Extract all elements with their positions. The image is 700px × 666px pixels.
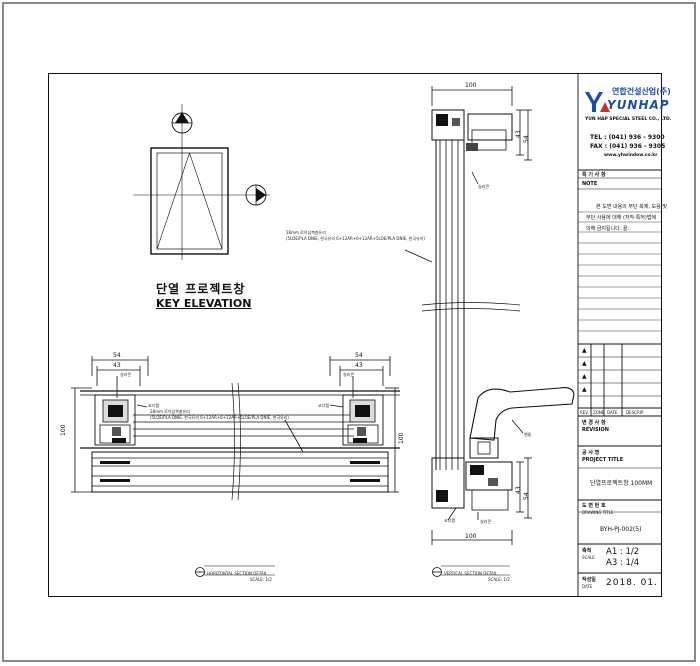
- company-name-ko: 연합건설산업(주): [612, 87, 671, 96]
- title-block-grid: [577, 73, 662, 597]
- label-seal-left: 실리콘: [120, 372, 132, 377]
- label-seal-right: 실리콘: [343, 372, 355, 377]
- dim-100-right: 100: [398, 432, 405, 444]
- label-seal-top: 실리콘: [478, 184, 490, 189]
- key-elevation-title-en: KEY ELEVATION: [156, 297, 252, 310]
- note-line-1: 본 도면 내용의 무단 복제, 도용 및: [596, 204, 667, 210]
- revision-title-en: REVISION: [582, 427, 609, 433]
- horizontal-section-drawing: [71, 356, 400, 501]
- dim-100-left: 100: [60, 424, 67, 436]
- dim-100-top: 100: [465, 82, 477, 89]
- label-glass-spec-v: 28mm 로이삼복층유리: [286, 230, 326, 235]
- dim-100-bottom: 100: [465, 533, 477, 540]
- revision-marker-2: ▲: [582, 360, 587, 367]
- note-title-en: NOTE: [582, 181, 598, 187]
- date-label-en: DATE: [582, 584, 593, 589]
- label-handle: 핸들: [524, 432, 532, 437]
- project-title-en: PROJECT TITLE: [582, 457, 624, 463]
- section-markers: [195, 565, 510, 577]
- vertical-section-drawing: [404, 86, 575, 545]
- dim-54-left: 54: [113, 352, 121, 359]
- dim-54-bottom: 54: [523, 492, 530, 500]
- company-fax: FAX : (041) 936 - 9305: [590, 143, 666, 150]
- company-website: www.yhwindow.co.kr: [604, 153, 658, 158]
- label-glass-detail-v: (5LOE/PLA DNIE, 한국유리 6+12AR+6+12AR+5LOE/…: [286, 236, 425, 241]
- rev-col-descrip: DESCRIP.: [626, 410, 644, 415]
- vertical-section-label: VERTICAL SECTION DETAIL: [444, 571, 498, 576]
- key-elevation-title-ko: 단열 프로젝트창: [156, 282, 246, 296]
- dim-54-top: 54: [523, 135, 530, 143]
- label-glass-detail-h: (5LOE/PLA DNIE, 한국유리 6+12AR+6+12AR+5LOE/…: [150, 415, 289, 420]
- label-bracket-bottom: 코너캡: [444, 518, 456, 523]
- drawing-no-en: DRAWING TITLE: [582, 510, 614, 515]
- horizontal-scale-label: SCALE: 1/2: [250, 577, 272, 582]
- note-title-ko: 특 기 사 항: [582, 172, 606, 178]
- project-title-ko: 공 사 명: [582, 450, 600, 456]
- date-label-ko: 작성일: [582, 577, 596, 583]
- label-bracket-left: 코너캡: [148, 403, 160, 408]
- dim-43-left: 43: [113, 362, 121, 369]
- company-logo-text: YUNHAP: [607, 98, 670, 112]
- drawing-number: BYH-PJ-002(5): [600, 526, 642, 533]
- company-full-name: YUN HAP SPECIAL STEEL CO., LTD.: [585, 117, 672, 122]
- rev-col-rev: REV.: [580, 410, 589, 415]
- scale-a1: A1 : 1/2: [606, 547, 640, 557]
- dim-43-right: 43: [355, 362, 363, 369]
- vertical-scale-label: SCALE: 1/2: [488, 577, 510, 582]
- rev-col-zone: ZONE: [593, 410, 605, 415]
- label-glass-spec-h: 28mm 로이삼복층유리: [150, 409, 190, 414]
- revision-title-ko: 변 경 사 항: [582, 420, 606, 426]
- note-line-3: 의해 금지됩니다. 끝.: [586, 226, 630, 232]
- dim-43-bottom: 43: [515, 486, 522, 494]
- drawing-sheet: [48, 73, 662, 597]
- company-logo-mark: [585, 92, 610, 112]
- scale-label-ko: 축척: [582, 548, 592, 554]
- key-elevation-drawing: [133, 104, 270, 260]
- revision-marker-4: ▲: [582, 386, 587, 393]
- rev-col-date: DATE: [607, 410, 618, 415]
- scale-a3: A3 : 1/4: [606, 558, 640, 568]
- label-bracket-right: 코너캡: [318, 403, 330, 408]
- drawing-no-ko: 도 면 번 호: [582, 503, 606, 509]
- dim-54-right: 54: [355, 352, 363, 359]
- drawing-date: 2018. 01.: [606, 578, 658, 588]
- horizontal-section-label: HORIZONTAL SECTION DETAIL: [207, 571, 268, 576]
- note-line-2: 무단 사용에 대해 (저작·특허)법에: [586, 215, 657, 221]
- dim-43-top: 43: [515, 130, 522, 138]
- project-name: 단열프로젝트창 100MM: [590, 480, 653, 487]
- scale-label-en: SCALE: [582, 555, 595, 560]
- revision-marker-1: ▲: [582, 347, 587, 354]
- company-tel: TEL : (041) 936 - 9300: [590, 134, 665, 141]
- revision-marker-3: ▲: [582, 373, 587, 380]
- label-seal-bottom: 실리콘: [480, 519, 492, 524]
